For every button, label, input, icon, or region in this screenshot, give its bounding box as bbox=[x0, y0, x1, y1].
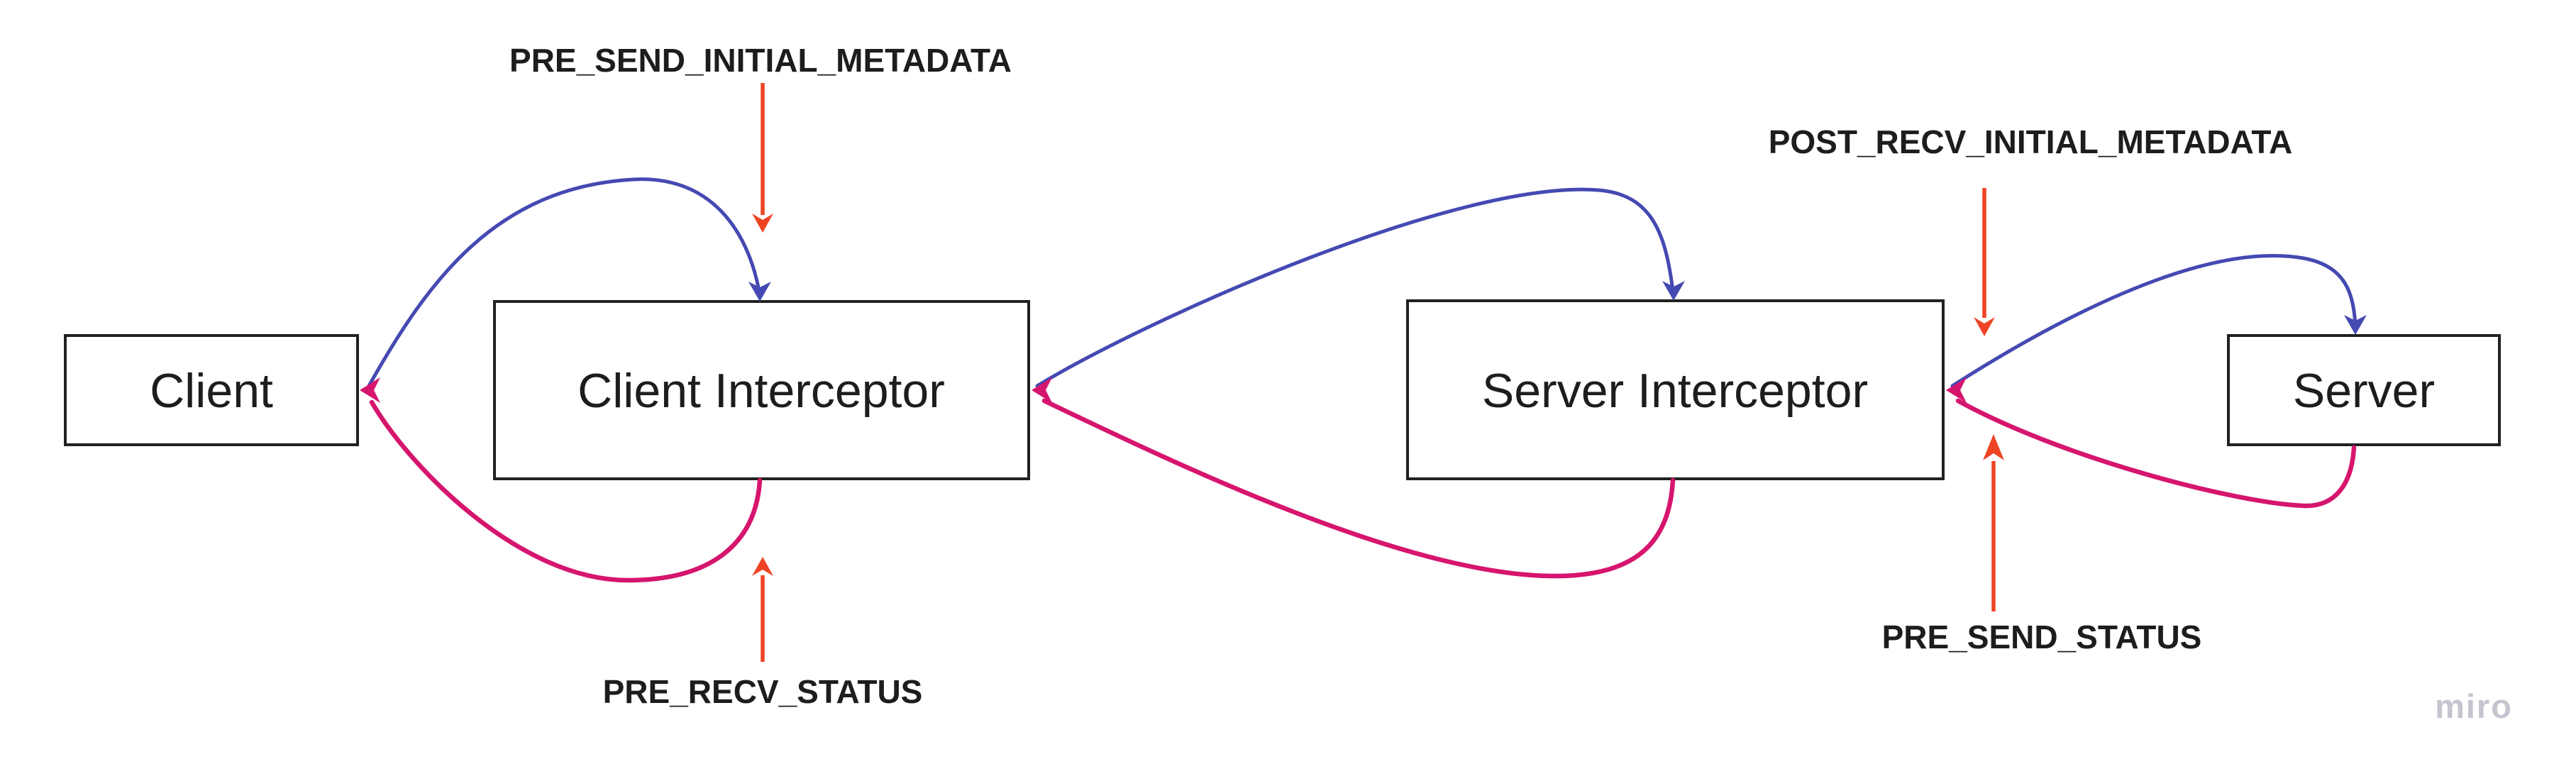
request-connector-client-interceptor-to-server-interceptor[interactable] bbox=[1035, 187, 1685, 388]
arrow-left-icon bbox=[1946, 377, 1967, 403]
arrow-down-icon bbox=[1974, 317, 1995, 336]
response-curve-3 bbox=[1955, 398, 2357, 509]
label-pre-send-initial-metadata[interactable]: PRE_SEND_INITIAL_METADATA bbox=[509, 42, 1012, 79]
request-connector-server-interceptor-to-server[interactable] bbox=[1950, 254, 2367, 388]
node-client-interceptor[interactable]: Client Interceptor bbox=[493, 300, 1030, 480]
arrow-up-icon bbox=[752, 557, 773, 576]
arrow-left-icon bbox=[360, 377, 380, 403]
arrow-down-icon bbox=[748, 282, 771, 301]
response-connector-server-to-server-interceptor[interactable] bbox=[1946, 377, 2357, 509]
response-curve-1 bbox=[369, 399, 763, 583]
client-interceptor-box[interactable] bbox=[493, 300, 1030, 480]
node-client[interactable]: Client bbox=[64, 334, 359, 446]
arrow-down-icon bbox=[752, 214, 773, 233]
miro-watermark: miro bbox=[2435, 687, 2513, 725]
client-interceptor-box-label: Client Interceptor bbox=[577, 364, 945, 418]
request-curve-1 bbox=[367, 177, 761, 388]
arrow-left-icon bbox=[1032, 377, 1052, 403]
arrow-down-icon bbox=[2344, 315, 2367, 335]
label-pre-send-status[interactable]: PRE_SEND_STATUS bbox=[1882, 619, 2202, 655]
arrow-up-icon bbox=[1983, 434, 2004, 460]
client-box[interactable] bbox=[64, 334, 359, 446]
label-pre-recv-status[interactable]: PRE_RECV_STATUS bbox=[603, 673, 923, 710]
node-server-interceptor[interactable]: Server Interceptor bbox=[1406, 299, 1945, 480]
arrow-down-icon bbox=[1662, 281, 1685, 301]
response-connector-client-interceptor-to-client[interactable] bbox=[360, 377, 763, 583]
annotation-arrow-post-recv-initial-metadata[interactable] bbox=[1974, 188, 1995, 336]
node-server[interactable]: Server bbox=[2227, 334, 2501, 446]
response-connector-server-interceptor-to-client-interceptor[interactable] bbox=[1032, 377, 1676, 579]
annotation-arrow-pre-recv-status[interactable] bbox=[752, 557, 773, 662]
server-interceptor-box[interactable] bbox=[1406, 299, 1945, 480]
client-box-label: Client bbox=[150, 364, 273, 418]
request-connector-client-to-client-interceptor[interactable] bbox=[367, 177, 771, 388]
server-interceptor-box-label: Server Interceptor bbox=[1482, 364, 1868, 418]
annotation-arrow-pre-send-initial-metadata[interactable] bbox=[752, 83, 773, 233]
response-curve-2 bbox=[1041, 398, 1676, 579]
request-curve-3 bbox=[1950, 254, 2357, 388]
server-box-label: Server bbox=[2293, 364, 2435, 418]
server-box[interactable] bbox=[2227, 334, 2501, 446]
label-post-recv-initial-metadata[interactable]: POST_RECV_INITIAL_METADATA bbox=[1769, 123, 2293, 160]
annotation-arrow-pre-send-status[interactable] bbox=[1983, 434, 2004, 611]
request-curve-2 bbox=[1035, 187, 1675, 388]
